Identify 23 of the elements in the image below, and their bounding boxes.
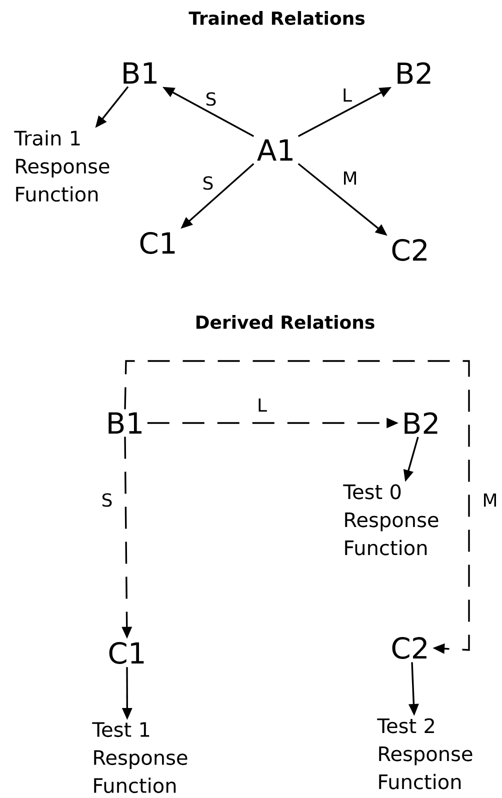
node-label: C1 (140, 232, 175, 254)
edge-label: M (341, 170, 359, 186)
section-heading: Derived Relations (196, 315, 374, 329)
response-text: Test 1 Response Function (92, 722, 188, 794)
edge-label: M (481, 492, 499, 508)
node-label: B1 (108, 412, 142, 434)
edge-label: S (100, 492, 114, 508)
section-heading: Trained Relations (188, 11, 365, 25)
node-label: C2 (392, 637, 426, 659)
response-text: Test 2 Response Function (377, 718, 472, 790)
node-label: A1 (257, 139, 292, 161)
node-label: B2 (398, 62, 430, 84)
edge-label: S (201, 175, 215, 191)
node-label: B2 (404, 412, 438, 434)
response-text: Train 1 Response Function (14, 130, 110, 202)
node-label: C1 (109, 642, 144, 664)
edge-label: L (256, 397, 268, 413)
dashed-arrow (124, 360, 470, 654)
node-label: B1 (124, 62, 156, 84)
edge-label: L (340, 87, 353, 103)
edge-label: S (204, 91, 218, 107)
node-label: C2 (392, 239, 426, 261)
response-text: Test 0 Response Function (343, 484, 438, 556)
